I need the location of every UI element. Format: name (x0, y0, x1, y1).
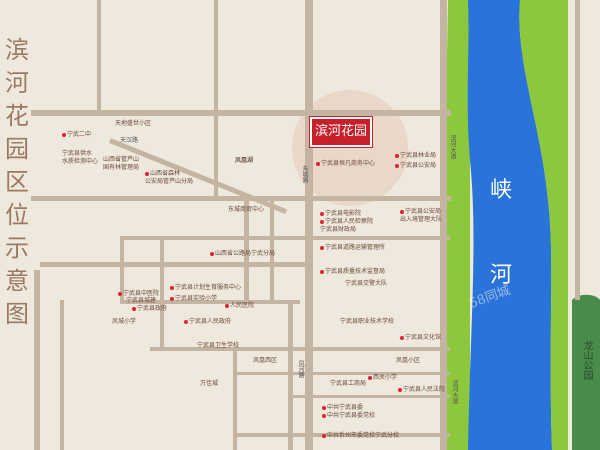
poi[interactable]: 宁武县实验小学 (170, 295, 217, 303)
road-v4 (270, 200, 274, 300)
road-label: 东城路 (301, 165, 308, 183)
poi[interactable]: 山西省公路局宁武分局 (210, 250, 275, 258)
title-char: 河 (5, 69, 29, 97)
road-v2 (214, 0, 218, 200)
poi[interactable]: 出入境管理大队 (400, 216, 443, 223)
road-label: 滨河大道 (451, 380, 458, 404)
poi[interactable]: 宁武县政府 (132, 305, 167, 313)
road-v3 (244, 200, 249, 300)
title-char: 示 (5, 234, 29, 262)
poi[interactable]: 中共宁武县委党校 (322, 412, 375, 420)
poi[interactable]: 宁武县林业局 (395, 152, 436, 160)
title-char: 意 (5, 267, 29, 295)
poi[interactable]: 宁武县供水 (62, 150, 93, 157)
riverbank-right (519, 0, 568, 450)
poi[interactable]: 宁武县交警大队 (345, 280, 388, 287)
road-v5 (160, 240, 164, 350)
title-char: 区 (5, 168, 29, 196)
road-h2 (31, 196, 451, 201)
poi[interactable]: 宁武县恒凡商务中心 (316, 160, 375, 168)
road-v9 (120, 240, 124, 300)
poi[interactable]: 宁武县工商局 (330, 380, 367, 387)
poi[interactable]: 中共忻州市委党校宁武分校 (322, 432, 399, 440)
poi[interactable]: 凤城小学 (112, 318, 137, 325)
road-v-binhe (440, 0, 447, 450)
poi[interactable]: 山西省管芦山 (103, 156, 140, 163)
poi[interactable]: 东城商贸中心 (228, 206, 265, 213)
poi[interactable]: 水质检测中心 (62, 158, 99, 165)
poi[interactable]: 宁武县财政局 (320, 226, 357, 233)
poi[interactable]: 宁武县电影院 (320, 210, 361, 218)
poi[interactable]: 西关小学 (368, 374, 397, 382)
poi[interactable]: 宁武县公安局 (400, 208, 441, 216)
road-label: 凤凰湖 (235, 157, 254, 164)
river (467, 0, 552, 450)
road-v-east (575, 0, 580, 300)
road-h7 (235, 372, 450, 375)
poi[interactable]: 宁武县卫生学校 (197, 342, 240, 349)
poi[interactable]: 宁武县公安局 (395, 162, 436, 170)
poi[interactable]: 宁武县道路运输管理所 (320, 244, 385, 252)
river-label-top: 峡 (490, 178, 513, 203)
road-v10 (60, 300, 64, 450)
poi[interactable]: 宁武县人民检察院 (320, 218, 373, 226)
poi[interactable]: 宁武县人民政府 (184, 318, 231, 326)
title-char: 园 (5, 135, 29, 163)
map-title: 滨 河 花 园 区 位 示 意 图 (2, 34, 32, 331)
poi[interactable]: 宁武县文化馆 (400, 334, 441, 342)
project-logo[interactable]: 滨河花园 (310, 117, 372, 147)
poi[interactable]: 凤凰小区 (396, 357, 421, 364)
road-label: 天汉路 (120, 137, 139, 144)
road-v7 (288, 300, 293, 450)
poi[interactable]: 凤凰西区 (253, 357, 278, 364)
poi[interactable]: 凤凰湖 (235, 157, 254, 164)
road-v1 (97, 0, 101, 110)
poi[interactable]: 人民医院 (225, 302, 254, 310)
poi[interactable]: 宁武县职业技术学校 (340, 318, 395, 325)
road-h5 (120, 300, 300, 304)
poi[interactable]: 宁武二中 (62, 131, 91, 139)
road-v-main (305, 0, 313, 450)
road-h8 (290, 395, 450, 398)
road-h1 (31, 110, 451, 116)
poi[interactable]: 宁武县城建 (126, 297, 157, 304)
poi[interactable]: 公安局管芦山分局 (145, 178, 194, 185)
poi[interactable]: 宁武县质量技术监督局 (320, 268, 385, 276)
poi[interactable]: 国有林管理局 (103, 164, 140, 171)
river-label-bottom: 河 (490, 263, 513, 288)
title-char: 滨 (5, 36, 29, 64)
road-v6 (233, 350, 237, 450)
poi[interactable]: 宁武县中医院 (118, 290, 159, 298)
park-area (572, 294, 600, 450)
road-v8 (34, 270, 40, 450)
road-h3 (120, 236, 450, 240)
poi[interactable]: 万佳城 (200, 380, 219, 387)
park-label: 龙山公园 (581, 340, 592, 380)
poi[interactable]: 宁武县计划生育服务中心 (170, 284, 241, 292)
poi[interactable]: 天地盛世小区 (115, 120, 152, 127)
title-char: 图 (5, 300, 29, 328)
road-h6 (150, 347, 450, 351)
road-label: 凤河路 (297, 360, 304, 378)
poi[interactable]: 山西省森林 (145, 170, 180, 178)
road-h9 (235, 433, 450, 437)
road-h4 (40, 262, 310, 267)
title-char: 花 (5, 102, 29, 130)
road-label: 滨河大道 (449, 135, 456, 159)
poi[interactable]: 中共宁武县委 (322, 404, 363, 412)
poi[interactable]: 宁武县人民法院 (398, 386, 445, 394)
title-char: 位 (5, 201, 29, 229)
